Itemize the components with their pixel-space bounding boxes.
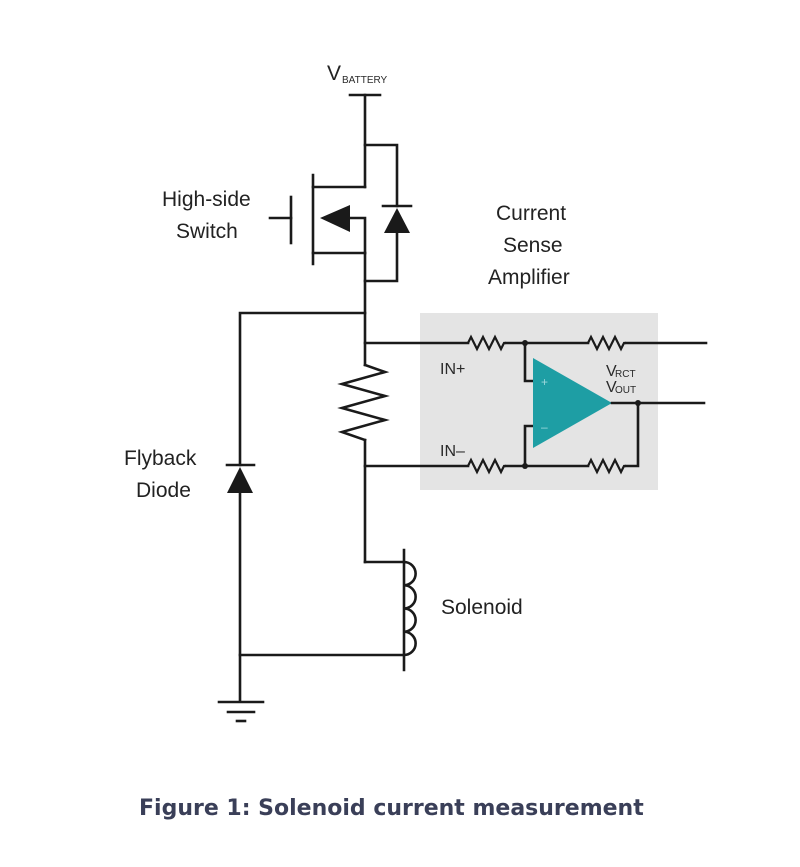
vout-label-main: V [606,379,617,396]
figure-caption: Figure 1: Solenoid current measurement [139,796,644,821]
flyback-diode [225,463,256,703]
supply-label-main: V [327,62,341,85]
body-diode [363,204,413,283]
flyback-triangle-icon [227,467,253,493]
wire-opamp-plus [523,341,535,383]
wire-diode-top [363,143,399,208]
ground-icon [217,700,265,723]
opamp-triangle-icon [533,358,612,448]
csa-label-2: Sense [503,234,563,257]
node-out [635,400,641,406]
wire-feedback [624,401,640,468]
flyback-label-1: Flyback [124,447,197,470]
vrct-label-sub: RCT [615,369,636,380]
resistor-in-plus [467,334,506,352]
diode-triangle-icon [384,208,410,233]
sense-resistor [337,363,390,442]
vrct-label-main: V [606,363,617,380]
high-side-switch [268,173,367,266]
opamp-minus-sign: – [541,420,548,434]
supply-label-sub: BATTERY [342,75,388,86]
in-minus-label: IN– [440,443,465,460]
wire-flyback-top [238,311,367,467]
resistor-in-minus [467,457,506,475]
flyback-label-2: Diode [136,479,191,502]
resistor-ref-top [587,334,626,352]
resistor-feedback [587,457,626,475]
csa-label-1: Current [496,202,566,225]
solenoid [402,548,417,672]
wire-diode-bottom [363,231,399,283]
high-side-label-1: High-side [162,188,251,211]
solenoid-coil-icon [402,560,417,657]
high-side-label-2: Switch [176,220,238,243]
opamp-plus-sign: + [541,375,548,389]
wire-opamp-minus [523,424,535,468]
vout-label-sub: OUT [615,385,636,396]
solenoid-label: Solenoid [441,596,523,619]
csa-label-3: Amplifier [488,266,570,289]
battery-supply: V BATTERY [327,62,388,97]
current-sense-amplifier: + – [533,358,612,448]
in-plus-label: IN+ [440,361,465,378]
body-arrow-icon [320,205,350,232]
